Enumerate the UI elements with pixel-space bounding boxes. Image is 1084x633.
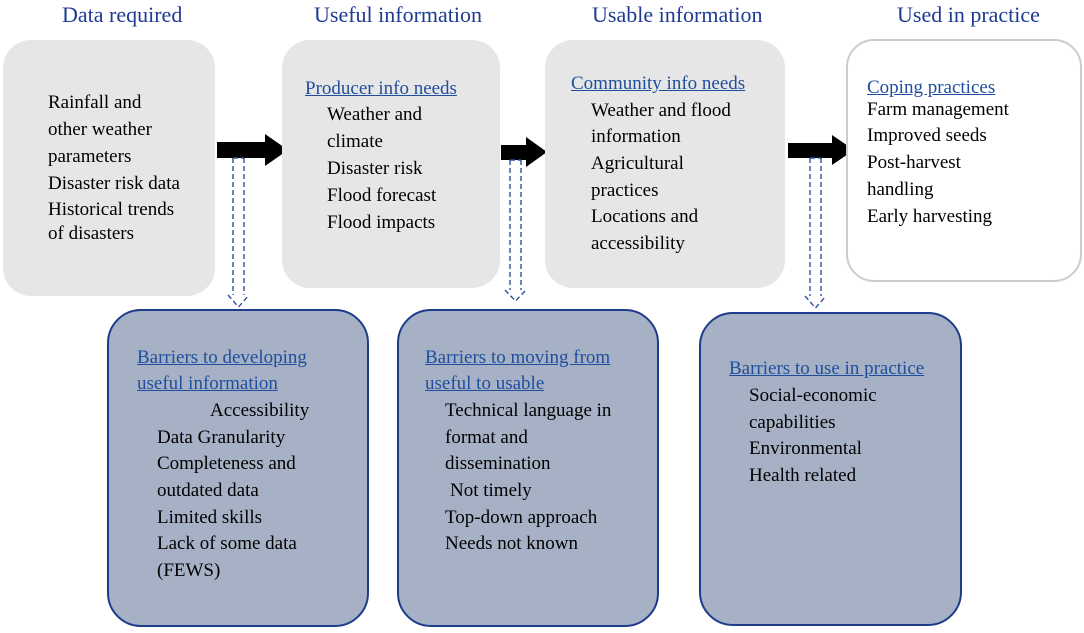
producer-item: Flood impacts [327, 212, 436, 233]
barrier-item: capabilities [749, 412, 836, 433]
barrier-item: Accessibility [210, 400, 310, 421]
coping-item: Post-harvest [867, 152, 961, 173]
barrier-item: Needs not known [445, 533, 578, 554]
community-item: Agricultural [591, 153, 684, 174]
data-item: parameters [48, 146, 132, 167]
barriers-developing-title-line2: useful information [137, 373, 278, 394]
barrier-item: Limited skills [157, 507, 263, 528]
box-data-required: Rainfall and other weather parameters Di… [3, 40, 215, 296]
barrier-item: outdated data [157, 480, 259, 501]
producer-item: Disaster risk [327, 158, 423, 179]
barrier-item: dissemination [445, 453, 551, 474]
barriers-use-title: Barriers to use in practice [729, 358, 925, 379]
producer-item: Weather and [327, 104, 422, 125]
barrier-item: Health related [749, 465, 857, 486]
community-item: practices [591, 180, 659, 201]
barriers-developing-title-line1: Barriers to developing [137, 347, 307, 368]
barrier-item: (FEWS) [157, 560, 221, 581]
box-producer-info-needs: Producer info needs Weather and climate … [282, 40, 500, 288]
box-barriers-developing: Barriers to developing useful informatio… [107, 309, 369, 627]
producer-item: Flood forecast [327, 185, 437, 206]
box-coping-practices: Coping practices Farm management Improve… [846, 39, 1082, 282]
dashed-arrow-3 [804, 157, 827, 310]
coping-item: Farm management [867, 99, 1009, 120]
arrow-useful-to-usable [501, 137, 547, 167]
barrier-item: format and [445, 427, 528, 448]
producer-item: climate [327, 131, 383, 152]
heading-data-required: Data required [62, 2, 183, 27]
data-item: other weather [48, 119, 152, 140]
data-item: Disaster risk data [48, 173, 180, 194]
heading-useful-information: Useful information [314, 2, 483, 27]
barriers-moving-title-line1: Barriers to moving from [425, 347, 611, 368]
barrier-item: Environmental [749, 438, 862, 459]
community-item: information [591, 126, 681, 147]
box-barriers-use: Barriers to use in practice Social-econo… [699, 312, 962, 626]
box-community-info-needs: Community info needs Weather and flood i… [545, 40, 785, 288]
coping-practices-title: Coping practices [867, 77, 996, 98]
barrier-item: Social-economic [749, 385, 877, 406]
barrier-item: Completeness and [157, 453, 296, 474]
barriers-moving-title-line2: useful to usable [425, 373, 545, 394]
data-item: Historical trends [48, 199, 175, 220]
barrier-item: Data Granularity [157, 427, 286, 448]
arrow-usable-to-practice [788, 135, 854, 165]
coping-item: Improved seeds [867, 125, 987, 146]
coping-item: Early harvesting [867, 206, 993, 227]
data-item: Rainfall and [48, 92, 142, 113]
barrier-item: Lack of some data [157, 533, 297, 554]
producer-info-needs-title: Producer info needs [305, 78, 457, 99]
barrier-item: Technical language in [445, 400, 612, 421]
dashed-arrow-1 [227, 157, 250, 309]
barrier-item: Top-down approach [445, 507, 598, 528]
dashed-arrow-2 [504, 159, 527, 303]
community-info-needs-title: Community info needs [571, 73, 746, 94]
community-item: Locations and [591, 206, 699, 227]
barrier-item: Not timely [450, 480, 532, 501]
data-item: of disasters [48, 223, 135, 244]
box-barriers-moving: Barriers to moving from useful to usable… [397, 309, 659, 627]
heading-used-in-practice: Used in practice [897, 2, 1040, 27]
community-item: Weather and flood [591, 100, 731, 121]
coping-item: handling [867, 179, 934, 200]
arrow-data-to-useful [217, 134, 288, 166]
community-item: accessibility [591, 233, 685, 254]
heading-usable-information: Usable information [592, 2, 763, 27]
